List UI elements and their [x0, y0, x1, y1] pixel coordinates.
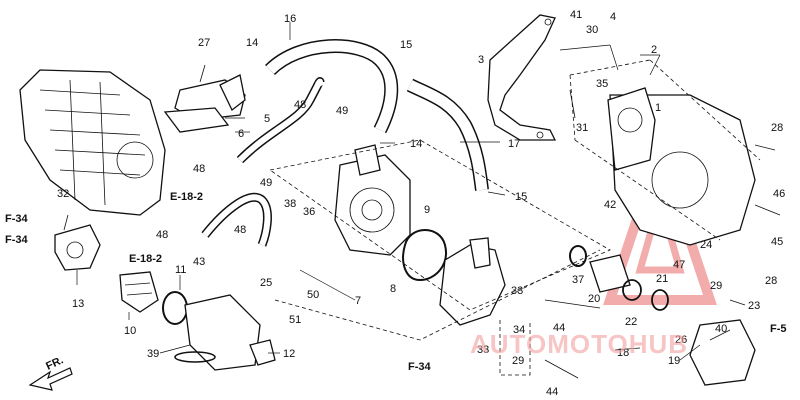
- callout-12: 12: [283, 348, 295, 360]
- callout-27: 27: [198, 37, 210, 49]
- ref-f5: F-5: [770, 323, 787, 335]
- callout-30: 30: [586, 24, 598, 36]
- callout-15b: 15: [515, 191, 527, 203]
- ref-e18-2-upper: E-18-2: [170, 191, 203, 203]
- callout-26: 26: [675, 334, 687, 346]
- cap-13: [54, 224, 101, 271]
- water-pump-body: [334, 144, 411, 256]
- callout-4: 4: [610, 11, 616, 23]
- callout-31: 31: [576, 122, 588, 134]
- ref-f34-lower: F-34: [5, 234, 29, 246]
- callout-19: 19: [668, 355, 680, 367]
- pump-cover-assembly: [607, 87, 756, 246]
- callout-7: 7: [355, 295, 361, 307]
- o-ring-39: [174, 351, 216, 363]
- callout-labels: 2 1 3 4 5 6 7 8 9 10 11 12 13 14 14 15 1…: [57, 9, 785, 398]
- callout-48a: 48: [294, 99, 306, 111]
- callout-47: 47: [673, 259, 685, 271]
- callout-5: 5: [264, 113, 270, 125]
- callout-42: 42: [604, 199, 616, 211]
- callout-29a: 29: [710, 280, 722, 292]
- engine-block: [19, 69, 166, 216]
- callout-49b: 49: [260, 177, 272, 189]
- hose-17: [406, 78, 489, 191]
- callout-35: 35: [596, 78, 608, 90]
- o-ring-11: [162, 291, 188, 325]
- callout-32: 32: [57, 188, 69, 200]
- callout-8: 8: [390, 283, 396, 295]
- callout-41: 41: [570, 9, 582, 21]
- callout-13: 13: [72, 298, 84, 310]
- hose-16: [265, 39, 399, 134]
- callout-33a: 33: [511, 285, 523, 297]
- callout-23: 23: [748, 300, 760, 312]
- callout-49a: 49: [336, 105, 348, 117]
- callout-25: 25: [260, 277, 272, 289]
- callout-44a: 44: [553, 322, 565, 334]
- callout-46: 46: [773, 188, 785, 200]
- hose-49-upper: [236, 77, 325, 164]
- callout-33b: 33: [477, 344, 489, 356]
- callout-29b: 29: [512, 355, 524, 367]
- callout-36: 36: [303, 206, 315, 218]
- callout-17: 17: [508, 138, 520, 150]
- callout-6: 6: [238, 128, 244, 140]
- thermostat-housing-12: [184, 294, 276, 371]
- callout-34: 34: [513, 324, 525, 336]
- callout-1: 1: [655, 102, 661, 114]
- front-label: FR.: [44, 354, 65, 372]
- callout-9: 9: [424, 204, 430, 216]
- callout-2: 2: [651, 44, 657, 56]
- callout-18: 18: [617, 347, 629, 359]
- callout-51: 51: [289, 314, 301, 326]
- seal-stack: [569, 245, 669, 311]
- callout-21: 21: [656, 273, 668, 285]
- callout-15a: 15: [400, 39, 412, 51]
- callout-37: 37: [572, 274, 584, 286]
- o-ring-9: [402, 229, 447, 282]
- ref-e18-2-lower: E-18-2: [129, 253, 162, 265]
- callout-48c: 48: [156, 229, 168, 241]
- callout-28b: 28: [765, 275, 777, 287]
- callout-16: 16: [284, 13, 296, 25]
- callout-45: 45: [771, 236, 783, 248]
- callout-14b: 14: [410, 138, 422, 150]
- ref-f34-bottom: F-34: [408, 361, 432, 373]
- watermark-text: AUTOMOTOHUB: [470, 329, 688, 359]
- callout-44b: 44: [546, 386, 558, 398]
- callout-40: 40: [715, 323, 727, 335]
- callout-22: 22: [625, 316, 637, 328]
- callout-38: 38: [284, 198, 296, 210]
- callout-14a: 14: [246, 37, 258, 49]
- hose-49-lower: [201, 193, 272, 247]
- pump-cover-8: [439, 237, 506, 326]
- bracket-3: [487, 14, 557, 141]
- callout-3: 3: [478, 54, 484, 66]
- callout-10: 10: [124, 325, 136, 337]
- callout-20: 20: [588, 293, 600, 305]
- callout-48d: 48: [234, 224, 246, 236]
- callout-43: 43: [193, 256, 205, 268]
- callout-24: 24: [700, 239, 712, 251]
- callout-28a: 28: [771, 122, 783, 134]
- thermostat-10: [119, 271, 159, 313]
- callout-48b: 48: [193, 163, 205, 175]
- assembly-outlines: [269, 59, 761, 376]
- ref-f34-upper: F-34: [5, 213, 29, 225]
- front-arrow: [28, 367, 73, 391]
- leader-lines: [76, 22, 746, 361]
- callout-11: 11: [175, 264, 186, 276]
- callout-50: 50: [307, 289, 319, 301]
- callout-39: 39: [147, 348, 159, 360]
- gasket-6: [163, 107, 230, 133]
- pump-cover-19: [689, 319, 756, 386]
